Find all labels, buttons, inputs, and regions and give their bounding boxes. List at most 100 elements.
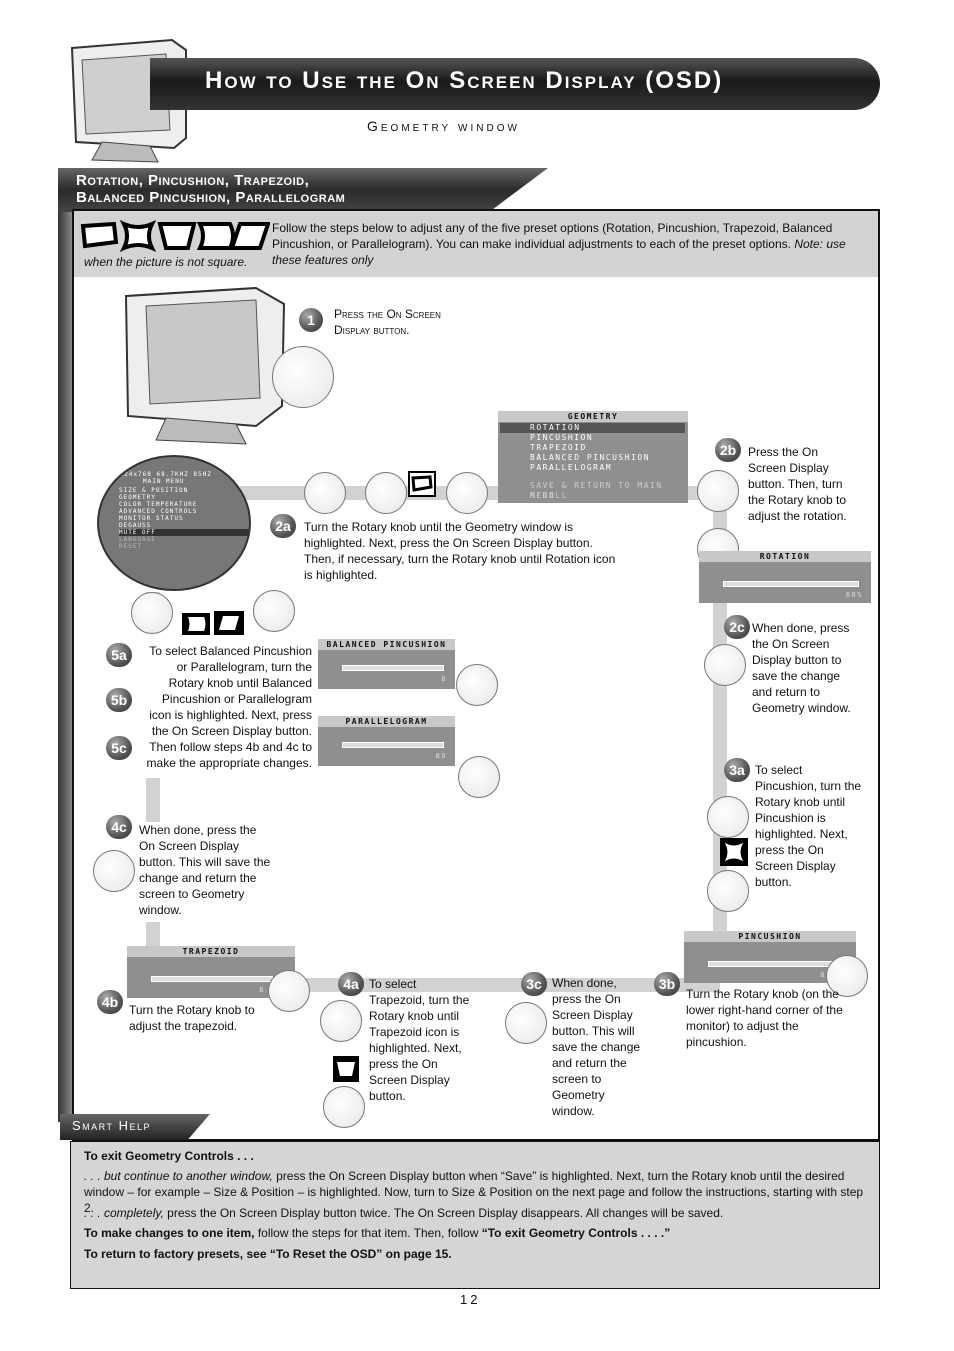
step-4a-text: To select Trapezoid, turn the Rotary kno… [369, 977, 470, 1103]
menu-item-pincushion: PINCUSHION [530, 433, 594, 442]
help-line-2-italic: . . . completely, [84, 1206, 164, 1220]
section-banner [58, 168, 548, 212]
pincushion-osd-title: PINCUSHION [684, 931, 856, 942]
osd-button[interactable] [253, 590, 295, 632]
step-4b-badge: 4b [97, 990, 123, 1014]
help-line-4: To return to factory presets, see “To Re… [84, 1247, 452, 1261]
step-3b-badge: 3b [654, 972, 680, 996]
pincushion-value: 8 [820, 971, 826, 979]
step-5c-badge: 5c [106, 736, 132, 760]
section-title-line2: Balanced Pincushion, Parallelogram [76, 189, 346, 206]
step-5-text: To select Balanced Pincushion or Paralle… [146, 644, 312, 770]
parallelogram-slider [342, 742, 444, 748]
step-3c-text: When done, press the On Screen Display b… [552, 976, 641, 1118]
osd-button[interactable] [704, 644, 746, 686]
main-menu-item: DEGAUSS [119, 522, 152, 529]
osd-button-zoom[interactable] [272, 346, 334, 408]
trapezoid-icon [333, 1056, 359, 1082]
trapezoid-slider [151, 976, 273, 982]
step-3c-badge: 3c [521, 972, 547, 996]
main-menu-res: 1024x768 68.7KHZ 85HZ [115, 471, 212, 478]
header-bar [150, 58, 880, 110]
preset-icons [80, 218, 271, 254]
menu-item-save-return: SAVE & RETURN TO MAIN MENU [530, 481, 663, 500]
smart-help-box [70, 1141, 880, 1289]
main-menu-item: SIZE & POSITION [119, 487, 189, 494]
main-menu-item: LANGUAGE [119, 536, 156, 543]
menu-item-parallelogram: PARALLELOGRAM [530, 463, 613, 472]
main-menu-title: MAIN MENU [143, 478, 185, 485]
main-menu-item: RESET [119, 543, 143, 550]
page-subtitle: Geometry window [367, 118, 520, 134]
rotation-osd: ROTATION 60% [699, 551, 871, 603]
step-3b-text: Turn the Rotary knob (on the lower right… [686, 987, 843, 1049]
main-menu-zoom: 1024x768 68.7KHZ 85HZ MAIN MENU SIZE & P… [97, 455, 251, 591]
osd-button[interactable] [697, 470, 739, 512]
main-menu-item: MUTE OFF [119, 529, 249, 536]
rotary-knob[interactable] [826, 955, 868, 997]
osd-button[interactable] [505, 1002, 547, 1044]
balanced-pincushion-osd: BALANCED PINCUSHION 8 [318, 639, 455, 689]
step-2b-badge: 2b [715, 438, 741, 462]
page-title: How to Use the On Screen Display (OSD) [205, 67, 724, 94]
balanced-osd-title: BALANCED PINCUSHION [318, 639, 455, 650]
help-line-1-rest: press the On Screen Display button when … [84, 1169, 864, 1215]
osd-button[interactable] [93, 850, 135, 892]
step-5b-badge: 5b [106, 688, 132, 712]
step-2a-text: Turn the Rotary knob until the Geometry … [304, 520, 616, 582]
smart-help-tab [60, 1114, 210, 1140]
rotary-knob[interactable] [456, 664, 498, 706]
main-menu-item: ADVANCED CONTROLS [119, 508, 198, 515]
step-4c-badge: 4c [106, 815, 132, 839]
help-line-1: . . . but continue to another window, pr… [84, 1168, 874, 1216]
left-shade [58, 212, 72, 1122]
smart-help-label: Smart Help [72, 1118, 152, 1133]
help-line-3-rest: follow the steps for that item. Then, fo… [254, 1226, 482, 1240]
trapezoid-icon [157, 222, 197, 250]
osd-button[interactable] [365, 472, 407, 514]
step-2b-text: Press the On Screen Display button. Then… [748, 445, 847, 523]
section-title: Rotation, Pincushion, Trapezoid, Balance… [76, 172, 526, 206]
balanced-slider [342, 665, 444, 671]
pincushion-slider [708, 961, 844, 967]
rotary-knob[interactable] [458, 756, 500, 798]
step-4c-text: When done, press the On Screen Display b… [139, 823, 271, 917]
parallelogram-osd-title: PARALLELOGRAM [318, 716, 455, 727]
rotary-knob[interactable] [320, 1000, 362, 1042]
step-4a-badge: 4a [338, 972, 364, 996]
menu-item-trapezoid: TRAPEZOID [530, 443, 587, 452]
rotation-value: 60% [845, 591, 863, 599]
exit-heading: To exit Geometry Controls . . . [84, 1149, 254, 1163]
rotary-knob[interactable] [268, 970, 310, 1012]
menu-item-rotation: ROTATION [500, 423, 685, 433]
geometry-menu-osd: GEOMETRY ROTATION PINCUSHION TRAPEZOID B… [498, 411, 688, 503]
rotary-knob[interactable] [304, 472, 346, 514]
parallelogram-value: 80 [435, 752, 447, 760]
rotary-knob[interactable] [446, 472, 488, 514]
help-line-2-rest: press the On Screen Display button twice… [163, 1206, 724, 1220]
main-menu-item: GEOMETRY [119, 494, 156, 501]
help-line-2: . . . completely, press the On Screen Di… [84, 1205, 874, 1221]
trapezoid-osd: TRAPEZOID 8 [127, 946, 295, 998]
trapezoid-osd-title: TRAPEZOID [127, 946, 295, 957]
help-line-1-italic: . . . but continue to another window, [84, 1169, 273, 1183]
menu-item-balanced-pincushion: BALANCED PINCUSHION [530, 453, 651, 462]
step-3a-badge: 3a [724, 758, 750, 782]
osd-button[interactable] [323, 1086, 365, 1128]
geometry-menu-title: GEOMETRY [498, 411, 688, 422]
step-5a-badge: 5a [106, 643, 132, 667]
help-line-3-bold: To make changes to one item, [84, 1226, 255, 1240]
rotary-knob[interactable] [707, 796, 749, 838]
osd-button[interactable] [707, 870, 749, 912]
trapezoid-value: 8 [259, 986, 265, 994]
parallelogram-osd: PARALLELOGRAM 80 [318, 716, 455, 766]
parallelogram-icon [229, 222, 271, 250]
main-menu-item: MONITOR STATUS [119, 515, 184, 522]
step-3a-text: To select Pincushion, turn the Rotary kn… [755, 763, 862, 889]
monitor-illustration [106, 286, 296, 446]
rotation-icon [408, 471, 436, 497]
section-title-line1: Rotation, Pincushion, Trapezoid, [76, 172, 310, 189]
balanced-pincushion-icon [182, 613, 210, 635]
help-line-3: To make changes to one item, follow the … [84, 1225, 874, 1241]
rotary-knob[interactable] [131, 592, 173, 634]
